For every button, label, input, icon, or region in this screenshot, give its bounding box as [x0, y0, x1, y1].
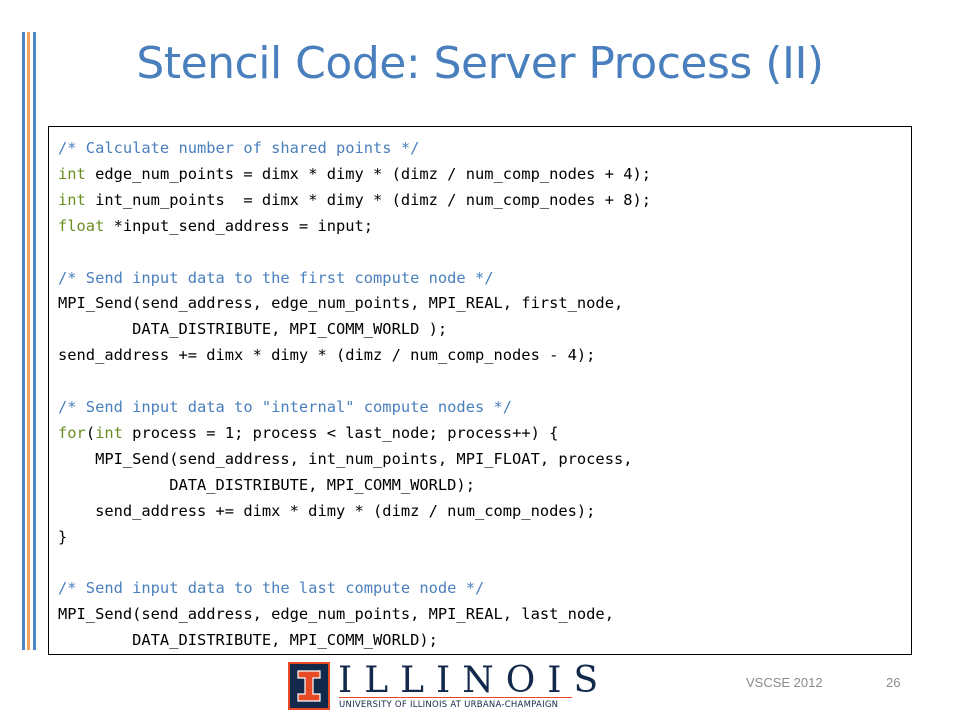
- logo-subtitle: UNIVERSITY OF ILLINOIS AT URBANA-CHAMPAI…: [339, 697, 572, 710]
- code-token-keyword: int: [58, 164, 86, 183]
- code-token-plain: DATA_DISTRIBUTE, MPI_COMM_WORLD);: [58, 475, 475, 494]
- slide-title: Stencil Code: Server Process (II): [136, 38, 824, 89]
- code-line: send_address += dimx * dimy * (dimz / nu…: [58, 498, 595, 524]
- code-token-plain: process = 1; process < last_node; proces…: [122, 423, 559, 442]
- code-token-plain: MPI_Send(send_address, edge_num_points, …: [58, 294, 624, 313]
- accent-bar-orange: [27, 32, 30, 650]
- code-token-plain: *input_send_address = input;: [104, 216, 374, 235]
- code-token-plain: (: [85, 423, 96, 442]
- code-line: MPI_Send(send_address, int_num_points, M…: [58, 446, 633, 472]
- code-token-keyword: int: [58, 190, 86, 209]
- code-token-comment: /* Send input data to the first compute …: [58, 268, 494, 287]
- code-token-keyword: int: [95, 423, 123, 442]
- code-token-plain: DATA_DISTRIBUTE, MPI_COMM_WORLD );: [58, 320, 448, 339]
- code-token-keyword: float: [58, 216, 105, 235]
- code-token-comment: /* Calculate number of shared points */: [58, 139, 420, 157]
- code-token-comment: /* Send input data to "internal" compute…: [58, 398, 513, 416]
- code-token-comment: /* Send input data to the last compute n…: [58, 579, 485, 598]
- university-logo: ILLINOIS UNIVERSITY OF ILLINOIS AT URBAN…: [288, 660, 598, 712]
- code-line: DATA_DISTRIBUTE, MPI_COMM_WORLD);: [58, 472, 475, 498]
- code-token-plain: DATA_DISTRIBUTE, MPI_COMM_WORLD);: [58, 631, 438, 650]
- code-line: /* Send input data to the last compute n…: [58, 575, 484, 601]
- accent-bar-blue-right: [33, 32, 36, 650]
- code-line: int edge_num_points = dimx * dimy * (dim…: [58, 161, 651, 187]
- code-token-plain: send_address += dimx * dimy * (dimz / nu…: [58, 501, 596, 520]
- code-token-plain: MPI_Send(send_address, int_num_points, M…: [58, 449, 633, 468]
- code-token-plain: int_num_points = dimx * dimy * (dimz / n…: [85, 190, 652, 209]
- event-label: VSCSE 2012: [746, 675, 823, 690]
- code-line: for(int process = 1; process < last_node…: [58, 420, 558, 446]
- code-block: [48, 126, 912, 655]
- accent-bar-blue-left: [22, 32, 25, 650]
- code-token-plain: }: [58, 527, 68, 546]
- code-line: /* Calculate number of shared points */: [58, 135, 419, 161]
- code-line: /* Send input data to the first compute …: [58, 265, 494, 291]
- code-line: DATA_DISTRIBUTE, MPI_COMM_WORLD);: [58, 627, 438, 653]
- logo-wordmark: ILLINOIS: [338, 660, 611, 701]
- code-line: /* Send input data to "internal" compute…: [58, 394, 512, 420]
- code-line: int int_num_points = dimx * dimy * (dimz…: [58, 187, 651, 213]
- code-line: MPI_Send(send_address, edge_num_points, …: [58, 601, 614, 627]
- code-token-plain: MPI_Send(send_address, edge_num_points, …: [58, 605, 614, 624]
- code-line: }: [58, 524, 67, 550]
- code-token-plain: edge_num_points = dimx * dimy * (dimz / …: [85, 164, 652, 183]
- illinois-block-i-icon: [288, 662, 330, 710]
- code-line: DATA_DISTRIBUTE, MPI_COMM_WORLD );: [58, 316, 447, 342]
- code-line: float *input_send_address = input;: [58, 213, 373, 239]
- code-line: MPI_Send(send_address, edge_num_points, …: [58, 290, 623, 316]
- code-token-plain: send_address += dimx * dimy * (dimz / nu…: [58, 346, 596, 365]
- code-token-keyword: for: [58, 423, 86, 442]
- page-number: 26: [886, 675, 901, 690]
- code-line: send_address += dimx * dimy * (dimz / nu…: [58, 342, 595, 368]
